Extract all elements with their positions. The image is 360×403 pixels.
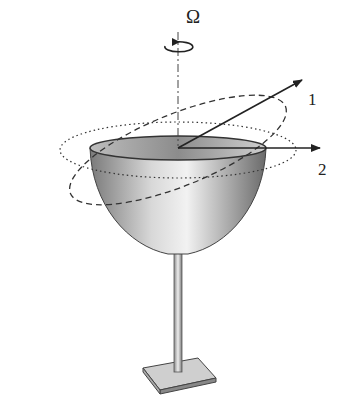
callout-number: 2 [316,160,329,179]
rotation-symbol: Ω [184,6,202,27]
callout-number: 1 [306,90,319,109]
